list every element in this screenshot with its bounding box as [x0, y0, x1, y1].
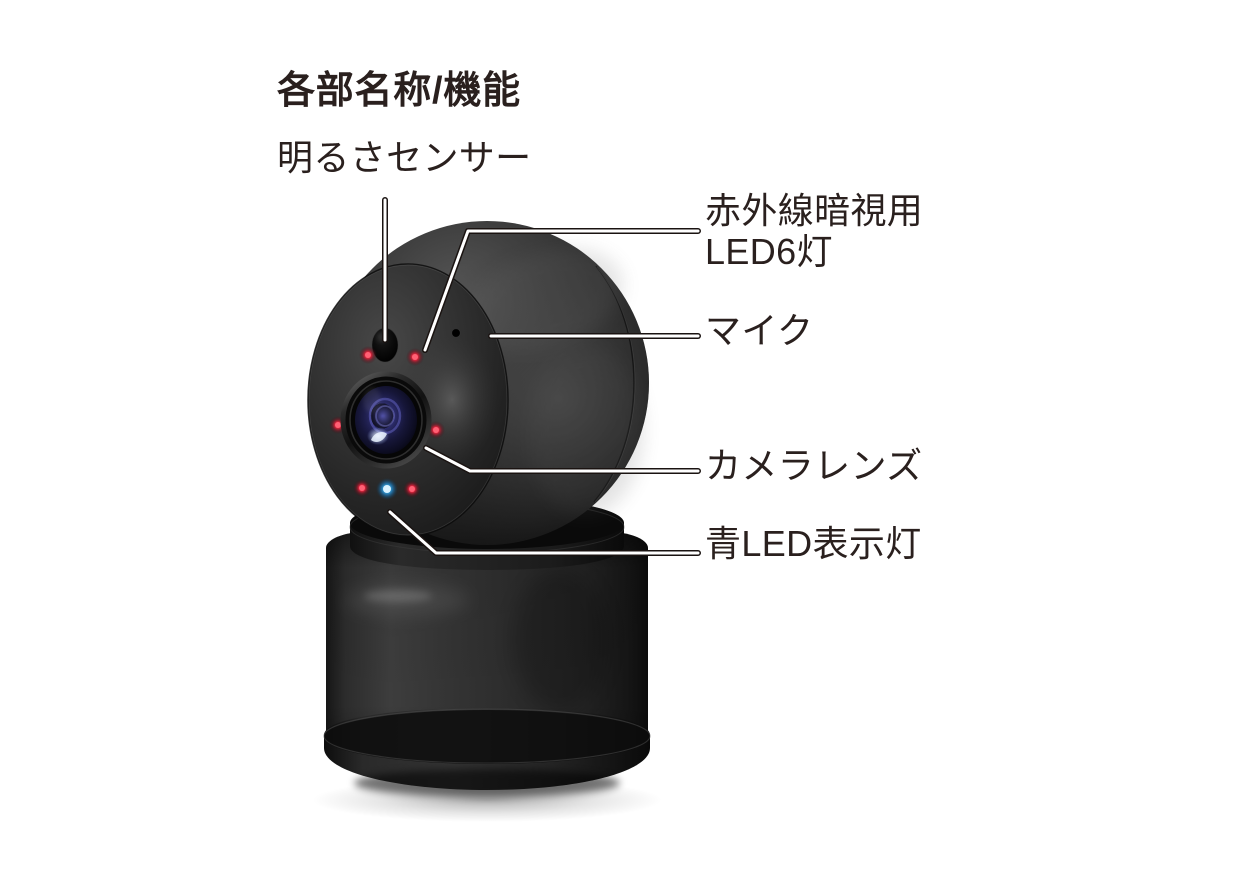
callout-label-brightness-sensor: 明るさセンサー: [277, 137, 532, 178]
callout-line-2: LED6灯: [705, 231, 833, 273]
blue-status-led: [376, 478, 398, 500]
ir-led: [353, 479, 371, 497]
ir-led: [427, 421, 445, 439]
microphone-hole: [451, 328, 461, 338]
leader-blue-led: [387, 509, 701, 556]
callout-label-microphone: マイク: [705, 310, 814, 351]
leader-camera-lens: [423, 445, 701, 474]
leader-lines: [382, 197, 701, 556]
leader-ir-leds: [422, 228, 701, 353]
ir-led: [403, 480, 421, 498]
ir-led-group: [329, 346, 445, 498]
ir-led: [359, 346, 377, 364]
camera-base: [323, 533, 651, 797]
camera-head: [307, 221, 649, 545]
callout-label-blue-led: 青LED表示灯: [705, 523, 922, 564]
callout-label-camera-lens: カメラレンズ: [705, 445, 923, 486]
ir-led: [406, 348, 424, 366]
page-title: 各部名称/機能: [277, 70, 521, 112]
callout-line-1: 赤外線暗視用: [705, 190, 924, 231]
camera-lens-assembly: [340, 371, 432, 469]
